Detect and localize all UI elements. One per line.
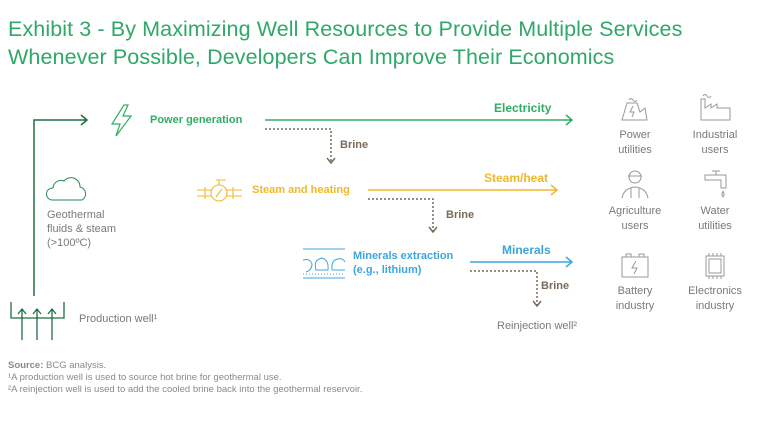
- production-well-label: Production well¹: [79, 313, 158, 325]
- footer-note-1: ¹A production well is used to source hot…: [8, 372, 282, 383]
- geothermal-label-1: Geothermal: [47, 209, 105, 221]
- title-line-2: Whenever Possible, Developers Can Improv…: [8, 45, 615, 69]
- faucet-icon: [704, 170, 727, 198]
- cloud-icon: [46, 177, 87, 201]
- chip-icon: [705, 253, 725, 279]
- electricity-arrow: [265, 114, 574, 126]
- steam-heat-label: Steam/heat: [484, 171, 549, 185]
- lightning-icon: [110, 104, 133, 137]
- footer-note-2: ²A reinjection well is used to add the c…: [8, 384, 363, 395]
- valve-icon: [197, 179, 242, 202]
- brine-label-2: Brine: [446, 209, 475, 221]
- power-plant-icon: [621, 98, 648, 121]
- production-well-icon: [10, 302, 65, 340]
- minerals-label: Minerals: [502, 243, 551, 257]
- steam-arrow: [368, 184, 559, 196]
- battery-icon: [621, 253, 649, 278]
- farmer-icon: [621, 170, 649, 199]
- brine-arrow-3: [470, 270, 538, 305]
- minerals-icon: [302, 248, 346, 279]
- geothermal-label-2: fluids & steam: [47, 223, 117, 235]
- footer-source: Source: BCG analysis.: [8, 360, 107, 371]
- brine-label-3: Brine: [541, 280, 570, 292]
- geothermal-label-3: (>100ºC): [47, 237, 92, 249]
- brine-arrow-2: [368, 198, 434, 231]
- electricity-label: Electricity: [494, 101, 552, 115]
- minerals-arrow: [470, 256, 574, 268]
- minerals-extraction-label: Minerals extraction: [353, 250, 454, 262]
- brine-label-1: Brine: [340, 139, 369, 151]
- power-generation-label: Power generation: [150, 114, 243, 126]
- production-arrow: [33, 114, 89, 296]
- reinjection-well-label: Reinjection well²: [497, 320, 578, 332]
- factory-icon: [700, 94, 731, 121]
- minerals-extraction-example: (e.g., lithium): [353, 264, 422, 276]
- brine-arrow-1: [265, 128, 332, 162]
- title-line-1: Exhibit 3 - By Maximizing Well Resources…: [8, 17, 683, 41]
- steam-heating-label: Steam and heating: [252, 184, 350, 196]
